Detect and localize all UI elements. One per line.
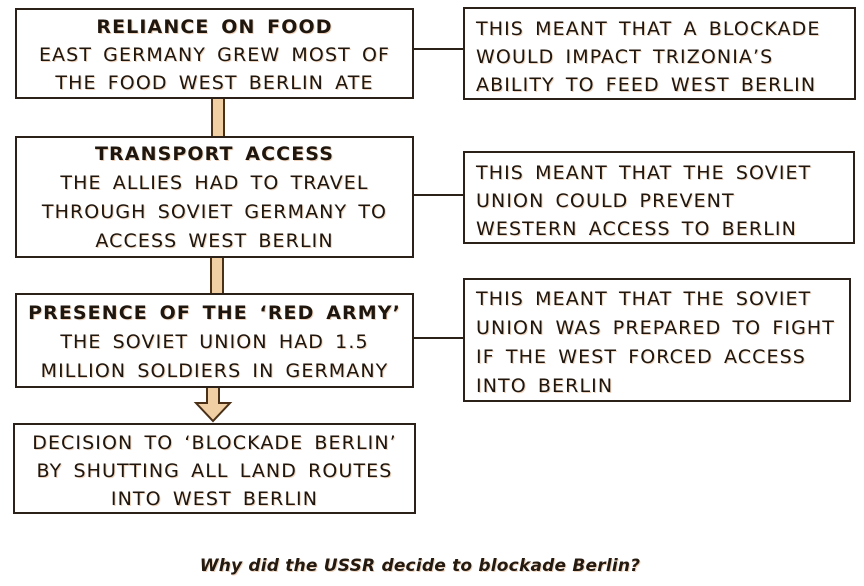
consequence-box-prepared-to-fight: THIS MEANT THAT THE SOVIET UNION WAS PRE… [463, 278, 851, 402]
conclusion-text-line: DECISION TO ‘BLOCKADE BERLIN’ [32, 432, 397, 454]
consequence-text-line: THIS MEANT THAT A BLOCKADE [476, 18, 821, 40]
connector-line-redarmy-prepared [412, 337, 465, 339]
consequence-text-line: THIS MEANT THAT THE SOVIET [476, 288, 812, 310]
consequence-text-line: UNION WAS PREPARED TO FIGHT [476, 317, 836, 339]
consequence-text-line: THIS MEANT THAT THE SOVIET [476, 162, 812, 184]
cause-text-line: THROUGH SOVIET GERMANY TO [41, 201, 388, 223]
cause-text-line: MILLION SOLDIERS IN GERMANY [40, 360, 389, 382]
connector-line-transport-prevent [412, 194, 465, 196]
cause-title: TRANSPORT ACCESS [95, 143, 334, 165]
conclusion-box-blockade-decision: DECISION TO ‘BLOCKADE BERLIN’ BY SHUTTIN… [13, 423, 416, 514]
consequence-text-line: ABILITY TO FEED WEST BERLIN [476, 74, 817, 96]
conclusion-text-line: BY SHUTTING ALL LAND ROUTES [36, 460, 393, 482]
consequence-text-line: UNION COULD PREVENT [476, 190, 735, 212]
consequence-text-line: IF THE WEST FORCED ACCESS [476, 346, 806, 368]
down-arrow-icon [193, 386, 233, 423]
consequence-box-blockade-impact: THIS MEANT THAT A BLOCKADE WOULD IMPACT … [463, 7, 856, 100]
connector-shaft-transport-redarmy [210, 256, 224, 296]
cause-text-line: THE SOVIET UNION HAD 1.5 [60, 331, 369, 353]
cause-text-line: ACCESS WEST BERLIN [95, 230, 334, 252]
consequence-text-line: WOULD IMPACT TRIZONIA’S [476, 46, 774, 68]
consequence-text-line: INTO BERLIN [476, 375, 614, 397]
cause-text-line: EAST GERMANY GREW MOST OF [38, 44, 391, 66]
cause-title: RELIANCE ON FOOD [96, 16, 333, 38]
connector-shaft-reliance-transport [211, 96, 225, 139]
cause-box-reliance-on-food: RELIANCE ON FOOD EAST GERMANY GREW MOST … [15, 8, 414, 99]
conclusion-text-line: INTO WEST BERLIN [110, 488, 319, 510]
consequence-text-line: WESTERN ACCESS TO BERLIN [476, 218, 797, 240]
cause-text-line: THE FOOD WEST BERLIN ATE [55, 72, 374, 94]
cause-text-line: THE ALLIES HAD TO TRAVEL [60, 172, 369, 194]
consequence-box-prevent-access: THIS MEANT THAT THE SOVIET UNION COULD P… [463, 151, 855, 244]
connector-line-reliance-impact [412, 48, 465, 50]
cause-title: PRESENCE OF THE ‘RED ARMY’ [28, 302, 401, 324]
diagram-caption: Why did the USSR decide to blockade Berl… [199, 556, 641, 576]
cause-box-red-army: PRESENCE OF THE ‘RED ARMY’ THE SOVIET UN… [15, 293, 414, 388]
cause-box-transport-access: TRANSPORT ACCESS THE ALLIES HAD TO TRAVE… [15, 136, 414, 258]
